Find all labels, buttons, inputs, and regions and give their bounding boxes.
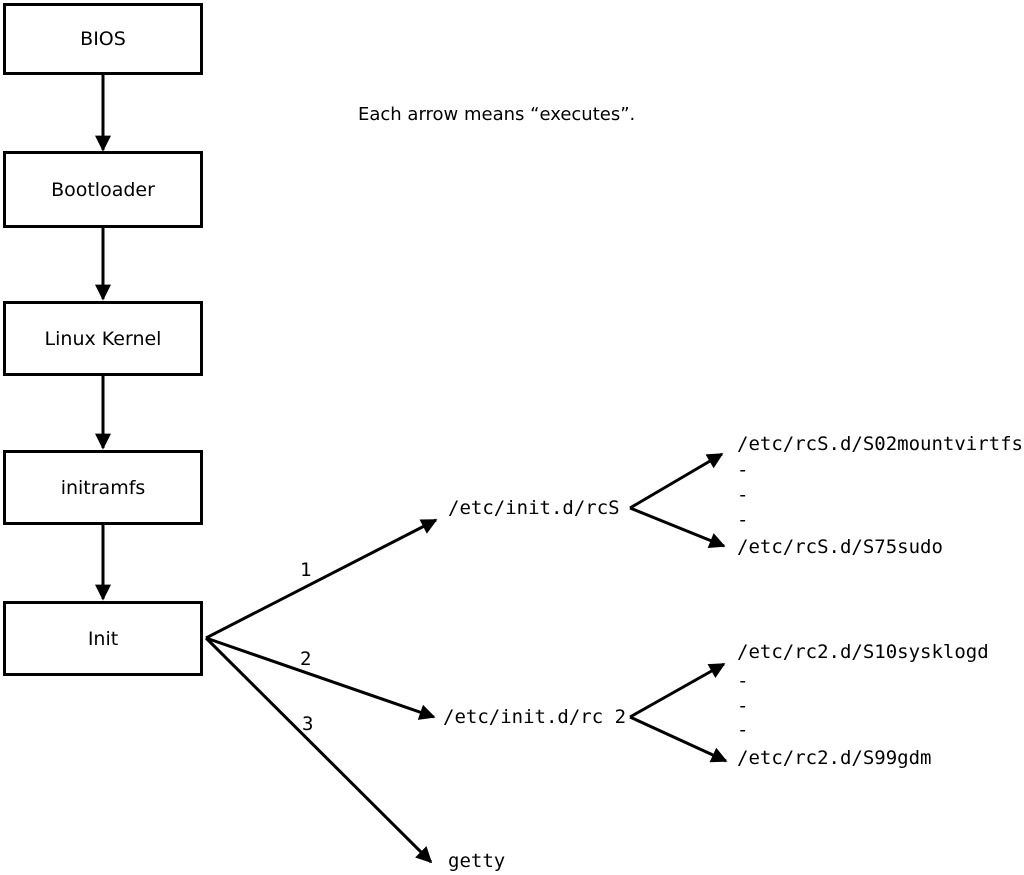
box-linux-kernel: Linux Kernel	[3, 301, 203, 376]
box-bios-label: BIOS	[80, 28, 126, 50]
ellipsis-dash: -	[737, 719, 749, 741]
box-initramfs-label: initramfs	[60, 476, 146, 499]
box-init: Init	[3, 601, 203, 676]
path-rc2-d-s10sysklogd: /etc/rc2.d/S10sysklogd	[737, 641, 989, 663]
branch-1-number: 1	[300, 559, 312, 581]
branch-2-number: 2	[300, 648, 312, 670]
box-bootloader-label: Bootloader	[51, 178, 155, 201]
ellipsis-dash: -	[737, 484, 749, 506]
path-rc2-d-s99gdm: /etc/rc2.d/S99gdm	[737, 747, 932, 769]
arrow-init-to-rcs	[205, 518, 438, 640]
path-getty: getty	[448, 850, 506, 872]
ellipsis-dash: -	[737, 459, 749, 481]
box-initramfs: initramfs	[3, 450, 203, 525]
box-init-label: Init	[87, 627, 119, 650]
path-rcs-d-s75sudo: /etc/rcS.d/S75sudo	[737, 536, 943, 558]
box-bootloader: Bootloader	[3, 151, 203, 228]
arrow-init-to-getty	[204, 636, 433, 864]
arrow-rc2-to-s99gdm	[629, 715, 728, 763]
ellipsis-dash: -	[737, 509, 749, 531]
arrow-rcs-to-s75sudo	[629, 506, 726, 549]
ellipsis-dash: -	[737, 695, 749, 717]
arrow-rcs-to-s02mountvirtfs	[629, 452, 724, 510]
ellipsis-dash: -	[737, 670, 749, 692]
arrow-init-to-rc2	[205, 636, 436, 720]
path-init-d-rc2: /etc/init.d/rc 2	[443, 706, 627, 728]
box-bios: BIOS	[3, 3, 203, 75]
legend-note: Each arrow means “executes”.	[358, 104, 636, 125]
path-rcs-d-s02mountvirtfs: /etc/rcS.d/S02mountvirtfs	[737, 433, 1023, 455]
branch-3-number: 3	[302, 713, 314, 735]
path-init-d-rcs: /etc/init.d/rcS	[448, 497, 620, 519]
arrow-rc2-to-s10sysklogd	[629, 662, 726, 719]
box-linux-kernel-label: Linux Kernel	[44, 327, 162, 350]
